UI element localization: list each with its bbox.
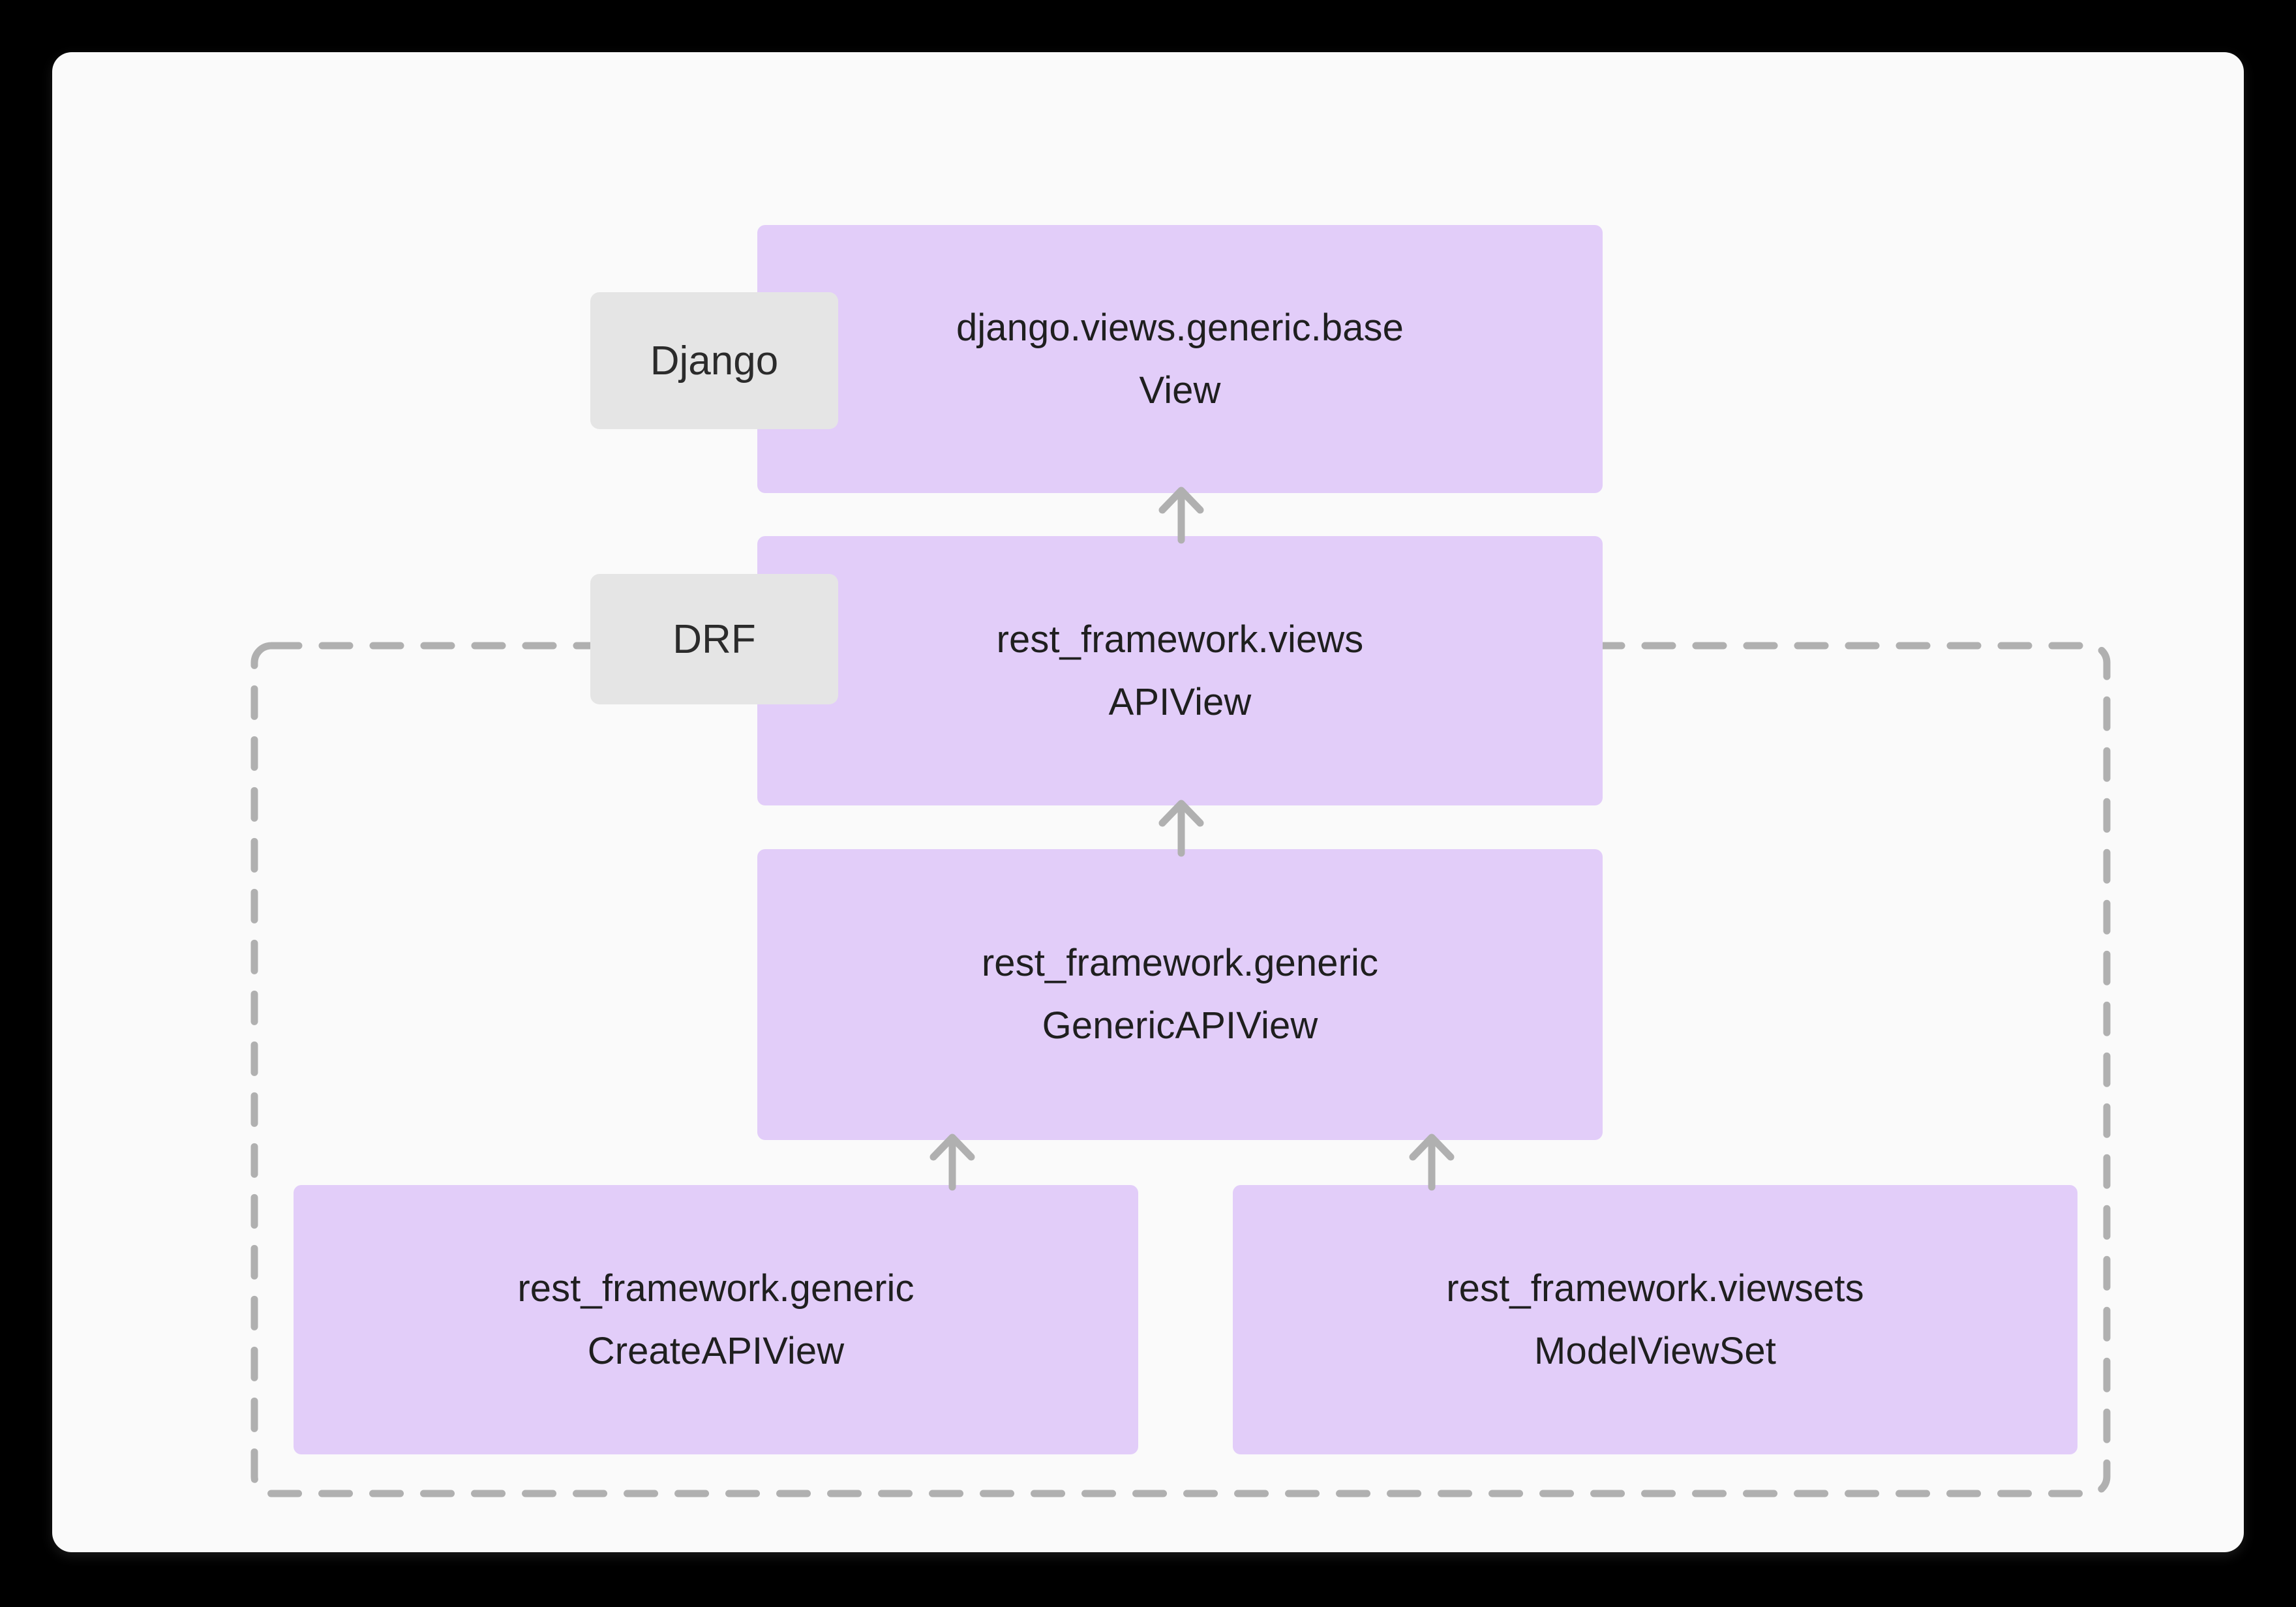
node-genericapiview[interactable]: rest_framework.generic GenericAPIView (757, 849, 1603, 1140)
edge-modelviewset-to-genericapiview (1396, 1123, 1468, 1195)
node-apiview-class: APIView (1108, 680, 1252, 723)
node-view[interactable]: django.views.generic.base View (757, 225, 1603, 493)
badge-django: Django (590, 292, 838, 429)
edge-apiview-to-view (1145, 476, 1217, 548)
edge-genericapiview-to-apiview (1145, 789, 1217, 861)
node-view-class: View (1139, 368, 1221, 412)
node-apiview[interactable]: rest_framework.views APIView (757, 536, 1603, 805)
node-createapiview-module: rest_framework.generic (517, 1267, 914, 1310)
node-genericapiview-module: rest_framework.generic (981, 942, 1379, 985)
up-arrow-icon (1158, 800, 1204, 857)
node-apiview-module: rest_framework.views (996, 618, 1364, 661)
edge-createapiview-to-genericapiview (916, 1123, 988, 1195)
node-createapiview[interactable]: rest_framework.generic CreateAPIView (294, 1185, 1138, 1454)
badge-drf: DRF (590, 574, 838, 704)
node-modelviewset[interactable]: rest_framework.viewsets ModelViewSet (1233, 1185, 2077, 1454)
up-arrow-icon (929, 1134, 975, 1191)
badge-drf-label: DRF (672, 616, 756, 662)
node-genericapiview-class: GenericAPIView (1042, 1004, 1318, 1047)
up-arrow-icon (1158, 487, 1204, 544)
node-view-module: django.views.generic.base (956, 306, 1404, 349)
diagram-card: django.views.generic.base View rest_fram… (52, 52, 2244, 1552)
node-modelviewset-module: rest_framework.viewsets (1446, 1267, 1864, 1310)
badge-django-label: Django (650, 338, 779, 383)
node-createapiview-class: CreateAPIView (587, 1329, 845, 1372)
up-arrow-icon (1409, 1134, 1455, 1191)
node-modelviewset-class: ModelViewSet (1534, 1329, 1776, 1372)
